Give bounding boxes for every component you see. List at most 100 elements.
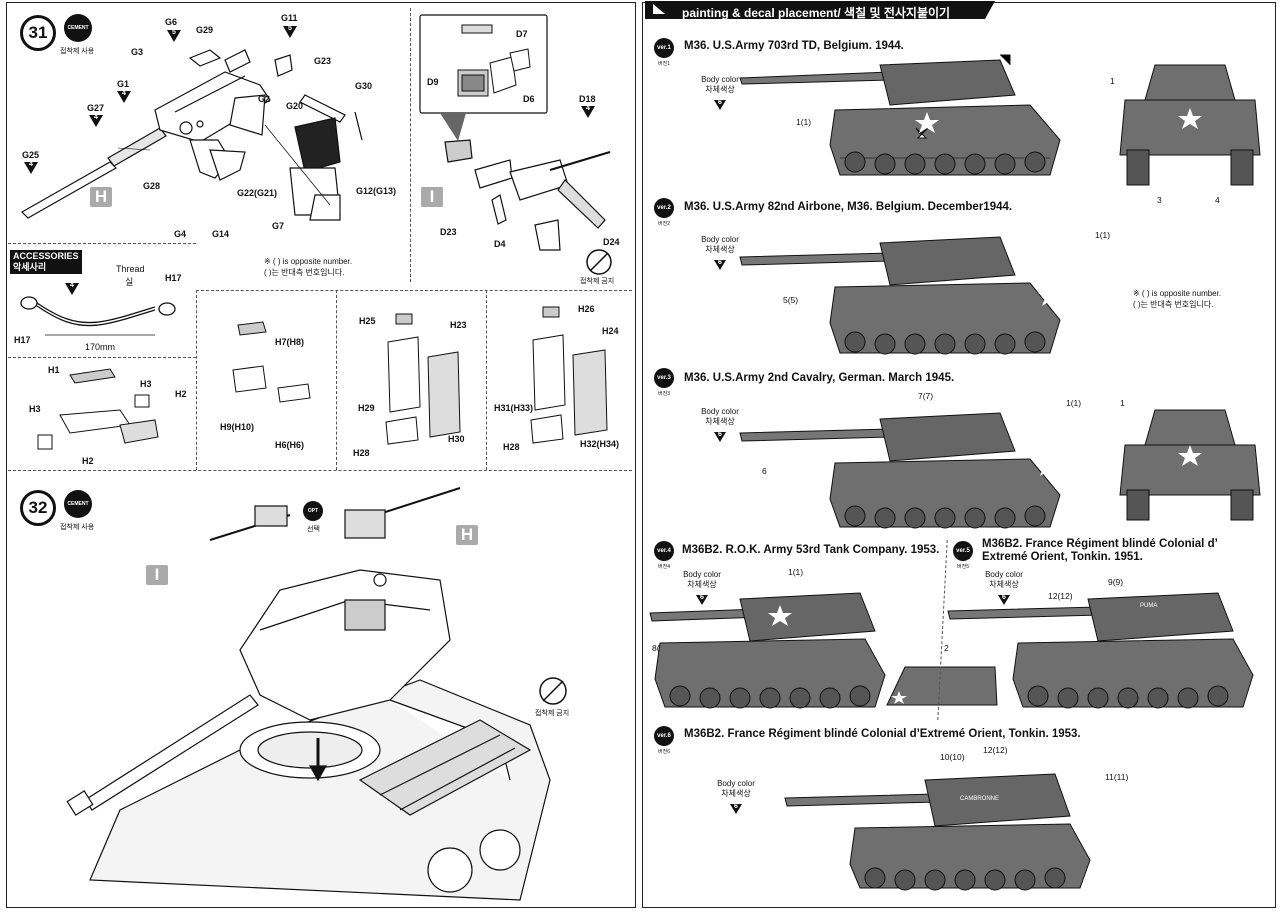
machine-gun-drawing [21, 49, 363, 221]
decal-callout: 2 [944, 643, 949, 653]
tow-cable-drawing [20, 296, 176, 336]
version-title: M36B2. France Régiment blindé Colonial d… [684, 728, 1081, 740]
divider [196, 290, 632, 291]
version-title: M36. U.S.Army 2nd Cavalry, German. March… [684, 372, 955, 384]
part-label: G3 [131, 47, 144, 57]
part-qty-marker: 4 [117, 90, 131, 103]
cement-caption: 접착제 사용 [60, 48, 95, 55]
part-label: G7 [272, 221, 285, 231]
no-cement-icon [539, 677, 567, 705]
tank-side-profile [784, 773, 1091, 891]
part-label: D24 [603, 237, 620, 247]
divider [8, 243, 196, 244]
part-label: G11 [281, 13, 298, 23]
decal-callout: 6 [762, 466, 767, 476]
part-label: G30 [355, 81, 373, 91]
inset-callout-box [419, 14, 548, 114]
part-label: D4 [494, 239, 506, 249]
version-title: M36. U.S.Army 703rd TD, Belgium. 1944. [684, 40, 904, 52]
part-tree-badge: I [421, 187, 443, 207]
decal-callout: 4 [1215, 195, 1220, 205]
part-label: G25 [22, 150, 40, 160]
optional-caption: 선택 [307, 526, 320, 533]
part-label: G1 [117, 79, 130, 89]
decal-callout: 12(12) [983, 745, 1008, 755]
part-label: H24 [602, 326, 619, 336]
part-qty-marker: 4 [581, 105, 595, 118]
part-label: G12(G13) [356, 186, 397, 196]
tank-front-profile [1119, 64, 1261, 186]
part-qty-marker: 5 [167, 29, 181, 42]
paint-marker: 6 [714, 99, 726, 110]
no-cement-caption: 접착제 금지 [580, 278, 615, 285]
deck-detail-drawing [886, 666, 998, 706]
part-qty-marker: 5 [283, 25, 297, 38]
tank-side-profile [947, 592, 1254, 709]
part-label: H3 [140, 379, 152, 389]
opposite-note: ※ ( ) is opposite number.( )는 반대측 번호입니다. [264, 257, 353, 277]
part-tree-badge: H [90, 187, 112, 207]
divider [410, 8, 411, 282]
part-qty-marker: 4 [89, 114, 103, 127]
part-label: H28 [503, 442, 520, 452]
part-label: H26 [578, 304, 595, 314]
version-badge: ver.2 [654, 198, 674, 218]
version-title: M36. U.S.Army 82nd Airbone, M36. Belgium… [684, 201, 1013, 213]
version-sub: 버전5 [957, 564, 969, 570]
part-label: D6 [523, 94, 535, 104]
version-badge: ver.3 [654, 368, 674, 388]
decal-callout: 1 [1110, 76, 1115, 86]
decal-callout: 12(12) [1048, 591, 1073, 601]
tank-marking: CAMBRONNE [960, 796, 1000, 802]
inset-pointer [440, 113, 466, 141]
part-label: H17 [165, 273, 182, 283]
part-label: G2 [258, 94, 271, 104]
part-label: H1 [48, 365, 60, 375]
part-label: G23 [314, 56, 332, 66]
decal-callout: 1(1) [1095, 230, 1111, 240]
part-label: H25 [359, 316, 376, 326]
paint-marker: 6 [714, 259, 726, 270]
thread-label-ko: 실 [125, 277, 134, 287]
part-label: G27 [87, 103, 105, 113]
jerrycan-assembly-drawing [385, 313, 461, 445]
turret-installation-drawing [66, 487, 551, 901]
optional-icon: OPT [303, 501, 323, 521]
part-label: H31(H33) [494, 403, 534, 413]
part-label: G4 [174, 229, 187, 239]
box-assembly-drawing [232, 321, 311, 403]
paint-marker: 6 [998, 594, 1010, 605]
part-label: D18 [579, 94, 596, 104]
part-label: H6(H6) [275, 440, 305, 450]
decal-callout: 10(10) [940, 752, 965, 762]
version-title: M36B2. R.O.K. Army 53rd Tank Company. 19… [682, 544, 940, 556]
step-number: 32 [20, 490, 56, 526]
version-sub: 버전1 [658, 61, 670, 67]
length-label: 170mm [85, 342, 116, 352]
part-label: H32(H34) [580, 439, 620, 449]
toolbox-assembly-drawing [37, 368, 159, 450]
part-label: H28 [353, 448, 370, 458]
part-label: G29 [196, 25, 214, 35]
decal-callout: 9(9) [1108, 577, 1124, 587]
part-label: H30 [448, 434, 465, 444]
cement-icon: CEMENT [64, 490, 92, 518]
version-badge: ver.1 [654, 38, 674, 58]
part-label: G6 [165, 17, 178, 27]
version-badge: ver.6 [654, 726, 674, 746]
part-label: D23 [440, 227, 457, 237]
tank-side-profile [739, 412, 1061, 529]
divider [8, 470, 632, 471]
opposite-note: ※ ( ) is opposite number.( )는 반대측 번호입니다. [1133, 289, 1222, 309]
no-cement-icon [586, 249, 612, 275]
part-label: D9 [427, 77, 439, 87]
part-label: H2 [82, 456, 94, 466]
part-qty-marker: 4 [24, 161, 38, 174]
